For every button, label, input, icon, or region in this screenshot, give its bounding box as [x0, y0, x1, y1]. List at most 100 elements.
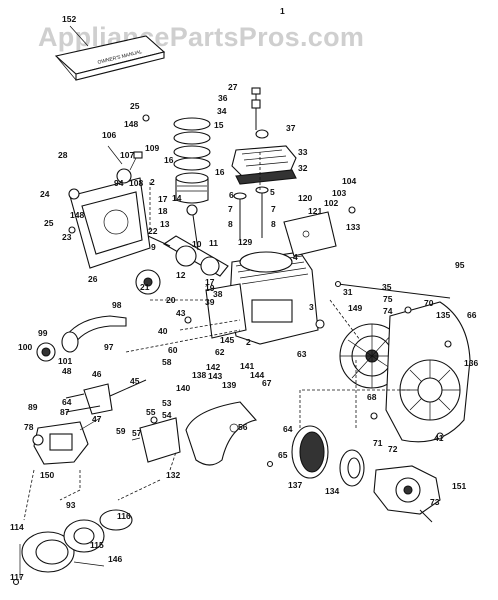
callout-115: 115 [90, 540, 104, 550]
callout-16: 16 [164, 155, 174, 165]
callout-148: 148 [124, 119, 138, 129]
callout-48: 48 [62, 366, 72, 376]
callout-68: 68 [367, 392, 377, 402]
callout-106: 106 [102, 130, 116, 140]
callout-24: 24 [40, 189, 50, 199]
callout-89: 89 [28, 402, 38, 412]
callout-120: 120 [298, 193, 312, 203]
callout-17: 17 [158, 194, 168, 204]
callout-36: 36 [218, 93, 228, 103]
callout-116: 116 [117, 511, 131, 521]
callout-74: 74 [383, 306, 393, 316]
callout-114: 114 [10, 522, 24, 532]
control-rod [334, 280, 451, 299]
callout-102: 102 [324, 198, 338, 208]
callout-55: 55 [146, 407, 156, 417]
callout-1: 1 [280, 6, 285, 16]
valves [233, 186, 269, 240]
callout-117: 117 [10, 572, 24, 582]
callout-103: 103 [332, 188, 346, 198]
blower-housing [385, 301, 471, 443]
crankshaft [147, 235, 229, 277]
callout-109: 109 [145, 143, 159, 153]
muffler-bracket [131, 417, 181, 471]
callout-75: 75 [383, 294, 393, 304]
callout-132: 132 [166, 470, 180, 480]
callout-7: 7 [271, 204, 276, 214]
callout-2: 2 [150, 177, 155, 187]
callout-129: 129 [238, 237, 252, 247]
piston [175, 172, 209, 204]
callout-33: 33 [298, 147, 308, 157]
callout-135: 135 [436, 310, 450, 320]
callout-32: 32 [298, 163, 308, 173]
crankcase-cover [68, 177, 151, 269]
callout-141: 141 [240, 361, 254, 371]
callout-38: 38 [213, 289, 223, 299]
callout-34: 34 [217, 106, 227, 116]
callout-121: 121 [308, 206, 322, 216]
owners-manual-part: OWNER'S MANUAL [54, 25, 166, 81]
callout-100: 100 [18, 342, 32, 352]
callout-87: 87 [60, 407, 70, 417]
callout-107: 107 [120, 150, 134, 160]
callout-16: 16 [215, 167, 225, 177]
fuel-linkage [65, 379, 147, 415]
watermark-text: AppliancePartsPros.com [38, 22, 364, 52]
bracket-plate [283, 211, 337, 257]
callout-146: 146 [108, 554, 122, 564]
callout-149: 149 [348, 303, 362, 313]
callout-151: 151 [452, 481, 466, 491]
callout-73: 73 [430, 497, 440, 507]
spark-plug [251, 87, 269, 139]
callout-133: 133 [346, 222, 360, 232]
shroud-cover [185, 401, 258, 466]
callout-138: 138 [192, 370, 206, 380]
callout-65: 65 [278, 450, 288, 460]
callout-43: 43 [176, 308, 186, 318]
callout-46: 46 [92, 369, 102, 379]
cam-gear [135, 269, 161, 295]
callout-25: 25 [44, 218, 54, 228]
callout-142: 142 [206, 362, 220, 372]
callout-53: 53 [162, 398, 172, 408]
callout-144: 144 [250, 370, 264, 380]
callout-72: 72 [388, 444, 398, 454]
callout-94: 94 [114, 178, 124, 188]
callout-152: 152 [62, 14, 76, 24]
callout-23: 23 [62, 232, 72, 242]
callout-8: 8 [271, 219, 276, 229]
callout-27: 27 [228, 82, 238, 92]
callout-136: 136 [464, 358, 478, 368]
callout-19: 19 [205, 283, 215, 293]
callout-12: 12 [176, 270, 186, 280]
callout-148: 148 [70, 210, 84, 220]
callout-59: 59 [116, 426, 126, 436]
starter-pulley [291, 425, 365, 487]
callout-70: 70 [424, 298, 434, 308]
callout-21: 21 [140, 282, 150, 292]
callout-62: 62 [215, 347, 225, 357]
callout-63: 63 [297, 349, 307, 359]
callout-3: 3 [309, 302, 314, 312]
callout-58: 58 [162, 357, 172, 367]
callout-57: 57 [132, 428, 142, 438]
connecting-rod [186, 204, 199, 251]
assembly-guide-lines [23, 150, 410, 521]
callout-40: 40 [158, 326, 168, 336]
callout-13: 13 [160, 219, 170, 229]
callout-60: 60 [168, 345, 178, 355]
callout-20: 20 [166, 295, 176, 305]
callout-134: 134 [325, 486, 339, 496]
callout-26: 26 [88, 274, 98, 284]
callout-108: 108 [129, 178, 143, 188]
callout-10: 10 [192, 239, 202, 249]
callout-9: 9 [151, 242, 156, 252]
callout-64: 64 [283, 424, 293, 434]
callout-7: 7 [228, 204, 233, 214]
callout-41: 41 [434, 433, 444, 443]
callout-137: 137 [288, 480, 302, 490]
callout-25: 25 [130, 101, 140, 111]
callout-31: 31 [343, 287, 353, 297]
